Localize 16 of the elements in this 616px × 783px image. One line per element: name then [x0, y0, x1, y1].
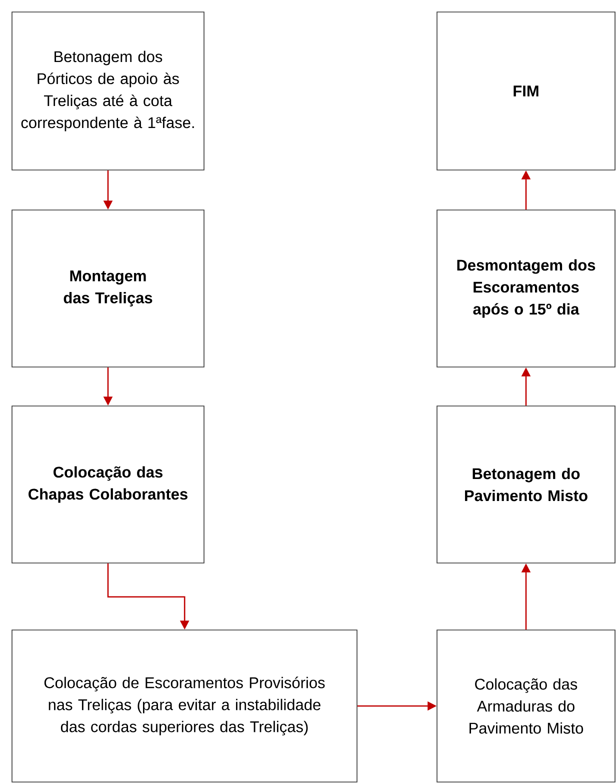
box-text: Colocação de Escoramentos Provisórios nas Treliças (para evitar a instabilidade das cordas superiores das Treliças): [44, 676, 325, 736]
box-text: Betonagem do Pavimento Misto: [465, 468, 588, 502]
process-box: [12, 630, 358, 782]
box-text: Betonagem dos Pórticos de apoio às Treliças até à cota correspondente à 1ªfase.: [21, 50, 194, 132]
process-box: [436, 630, 616, 782]
process-box: [436, 406, 616, 564]
process-box: [12, 12, 204, 170]
process-box: [12, 406, 204, 564]
process-box: [12, 210, 204, 368]
process-box: [436, 12, 616, 170]
process-box: [436, 210, 616, 368]
box-text: Colocação das Chapas Colaborantes: [28, 466, 188, 503]
box-text: Desmontagem dos Escoramentos após o 15º dia: [457, 259, 596, 318]
box-text: FIM: [514, 86, 538, 96]
box-text: Montagem das Treliças: [64, 270, 152, 306]
box-text: Colocação das Armaduras do Pavimento Misto: [470, 678, 584, 734]
